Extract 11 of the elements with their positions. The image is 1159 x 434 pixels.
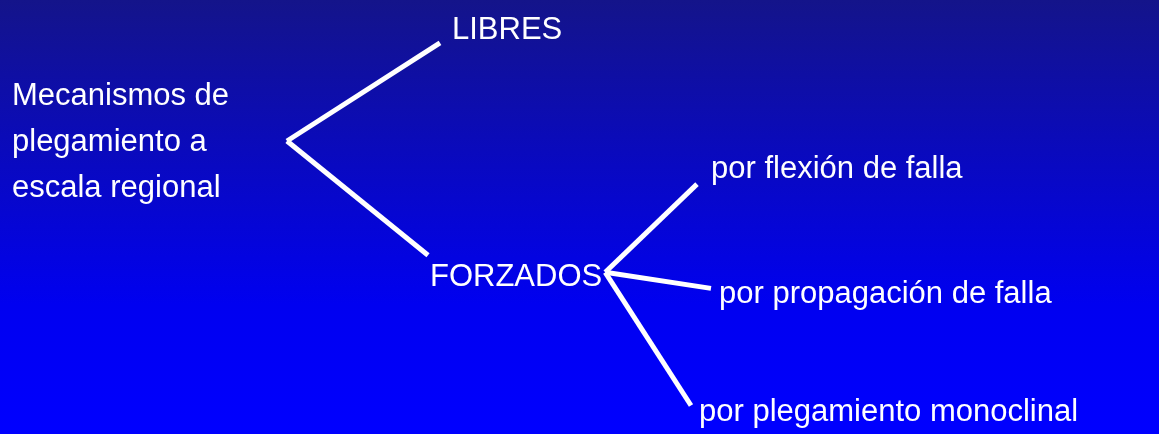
node-label: por flexión de falla — [711, 145, 963, 191]
connector-line — [285, 40, 442, 144]
node-label: por propagación de falla — [719, 270, 1052, 316]
connector-line — [603, 182, 699, 275]
connector-line — [603, 270, 694, 407]
connector-line — [604, 269, 712, 291]
connector-line — [285, 139, 430, 258]
node-label: FORZADOS — [430, 253, 603, 299]
node-label: por plegamiento monoclinal — [699, 388, 1079, 434]
node-label: Mecanismos de plegamiento a escala regional — [12, 72, 284, 210]
node-label: LIBRES — [452, 6, 563, 52]
